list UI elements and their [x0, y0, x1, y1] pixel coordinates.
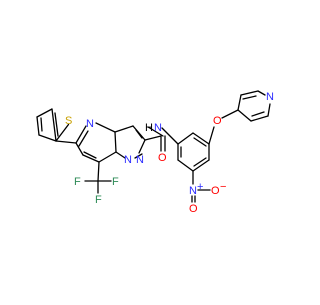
bond-phenyl-2 — [192, 132, 210, 145]
atom-nitrogen-pyridine: N — [266, 91, 274, 103]
atom-oxygen-nitro-1: O — [211, 185, 220, 197]
atom-nitrogen-pyrazole: N — [136, 154, 144, 166]
bond-pyrazole-1 — [114, 125, 134, 133]
atom-nitrogen-amide: N — [154, 122, 162, 134]
bond-phenyl-7 — [177, 159, 194, 172]
bond-pyridine-8 — [257, 90, 266, 96]
bond-pyridine-3 — [242, 95, 257, 100]
bond-pyrazole-5 — [134, 153, 143, 159]
bond-pyrazole-3 — [135, 129, 143, 139]
bond-pyrim-8 — [75, 142, 84, 156]
bond-amide-c — [144, 135, 162, 141]
atom-sulfur: S — [65, 115, 72, 127]
atom-oxygen-nitro-2: O — [189, 203, 198, 215]
atom-nitrogen-bridgehead: N — [124, 154, 132, 166]
bond-pyrim-6 — [82, 154, 100, 163]
bond-thiophene-2 — [38, 134, 57, 142]
atom-oxygen-carbonyl: O — [158, 152, 167, 164]
bond-pyrazole-4 — [138, 139, 146, 154]
bond-thienyl-pyrimidine — [55, 140, 77, 144]
atom-hydrogen-amide: H — [145, 122, 153, 134]
charge-plus-nitro: + — [197, 181, 203, 193]
atom-labels: S N N N F F F O N H N + O − O O N — [65, 91, 274, 215]
bond-pyrim-7 — [83, 151, 97, 159]
bond-pyridine-5 — [250, 115, 269, 122]
bond-pyrim-3 — [95, 122, 116, 133]
bond-pyrim-1 — [75, 125, 87, 144]
bond-pyrim-5 — [98, 151, 117, 163]
bond-thiophene-6 — [51, 108, 57, 142]
bond-pyridine-2 — [240, 90, 259, 96]
bond-thiophene-5 — [36, 108, 53, 118]
bond-phenyl-1 — [177, 132, 194, 145]
bond-thiophene-1 — [55, 123, 70, 142]
atom-oxygen-ether: O — [213, 115, 222, 127]
atom-nitrogen-nitro: N — [189, 185, 197, 197]
bond-pyridine-1 — [237, 94, 242, 111]
molecule-canvas: S N N N F F F O N H N + O − O O N — [36, 90, 274, 215]
nitro-bonds — [191, 189, 211, 203]
molecule-structure: S N N N F F F O N H N + O − O O N — [36, 90, 274, 215]
bond-nh-phenyl — [161, 127, 179, 145]
bond-thiophene-4 — [40, 117, 43, 132]
atom-fluorine-2: F — [112, 176, 119, 188]
bond-pyridine-7 — [267, 103, 271, 117]
bond-cf3 — [97, 161, 100, 182]
bond-thiophene-7 — [54, 112, 59, 137]
atom-nitrogen-pyrimidine: N — [86, 118, 94, 130]
bond-pyrim-2 — [78, 130, 89, 147]
bond-ether-pyridine — [221, 109, 239, 119]
atom-fluorine-3: F — [95, 194, 102, 206]
bond-pyridine-4 — [237, 109, 252, 122]
charge-minus-nitro: − — [220, 181, 226, 193]
bond-pyrazole-6 — [115, 151, 126, 159]
bond-phenyl-6 — [193, 157, 207, 167]
bond-phenyl-5 — [192, 159, 210, 172]
bond-pyrim-4 — [114, 131, 117, 153]
bonds — [36, 90, 271, 194]
bond-amide-cn — [147, 126, 164, 137]
bond-thiophene-3 — [36, 116, 40, 136]
atom-fluorine-1: F — [74, 176, 81, 188]
bond-phenyl-ether — [208, 126, 215, 145]
bond-phenyl-3 — [193, 137, 207, 147]
bond-pyridine-6 — [251, 111, 265, 117]
